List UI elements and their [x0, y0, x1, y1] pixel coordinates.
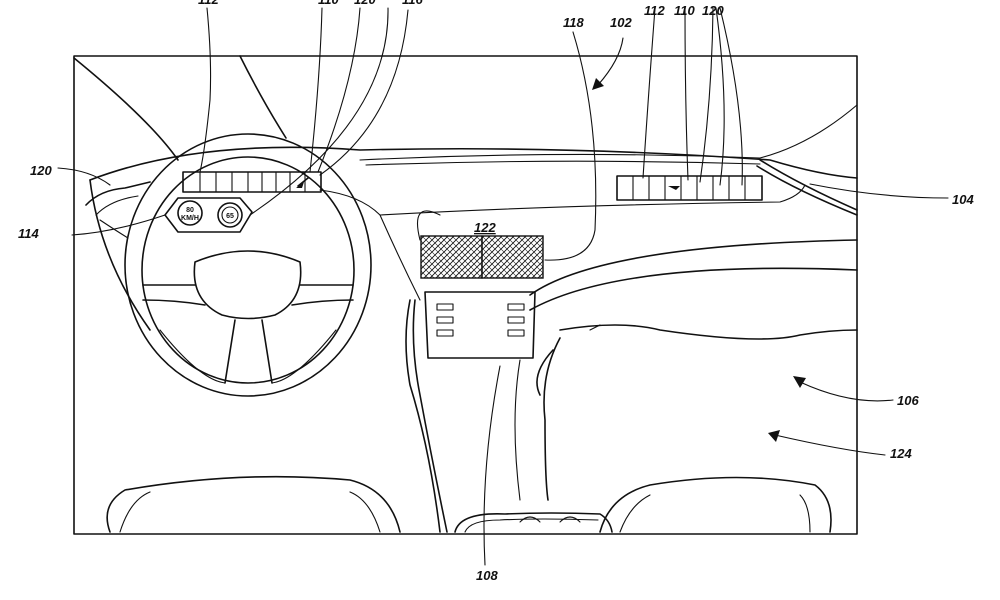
leader-lines: [57, 7, 949, 566]
ref-120-right: 120: [702, 3, 724, 18]
ref-110-right: 110: [674, 3, 695, 18]
ref-110-left: 110: [318, 0, 339, 7]
ref-102: 102: [610, 15, 632, 30]
speed-value: 80: [186, 207, 194, 214]
center-console-panel: [424, 291, 536, 359]
left-heads-up-display: [182, 171, 322, 193]
ref-112-right: 112: [644, 3, 665, 18]
speed-unit: KM/H: [181, 215, 199, 222]
ref-124: 124: [890, 446, 912, 461]
ref-112-left: 112: [198, 0, 219, 7]
seats: [106, 475, 832, 533]
passenger-area-arrows: [592, 37, 894, 456]
steering-wheel: [124, 133, 372, 397]
ref-104: 104: [952, 192, 974, 207]
reference-numerals: 112 110 120 116 118 102 112 110 120 120 …: [18, 0, 974, 583]
ref-116: 116: [402, 0, 423, 7]
dashboard: [85, 146, 858, 340]
ref-122: 122: [474, 220, 496, 235]
ref-114: 114: [18, 226, 39, 241]
ref-106: 106: [897, 393, 919, 408]
instrument-cluster: 80 KM/H 65: [164, 197, 253, 233]
center-display: [420, 235, 544, 279]
windshield: [73, 55, 858, 166]
ref-120-side: 120: [30, 163, 52, 178]
figure-frame: [73, 55, 858, 535]
speed-limit-value: 65: [226, 213, 234, 220]
ref-120-top-left: 120: [354, 0, 376, 7]
right-heads-up-display: [616, 175, 763, 201]
ref-118: 118: [563, 15, 584, 30]
ref-108: 108: [476, 568, 498, 583]
center-tunnel: [405, 299, 613, 533]
